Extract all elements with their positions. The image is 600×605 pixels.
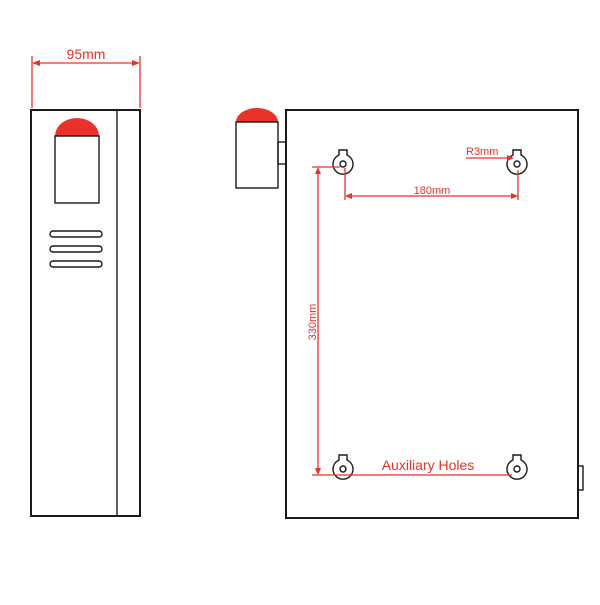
front-panel [285, 109, 579, 519]
auxiliary-holes-label: Auxiliary Holes [382, 457, 475, 473]
vent-slot [49, 230, 103, 238]
vertical-spacing-label: 330mm [307, 304, 319, 341]
radius-arrow [507, 155, 514, 161]
width-arrow-left [32, 60, 40, 66]
front-indicator-lamp [236, 108, 278, 122]
protrusion-block [235, 121, 279, 189]
protrusion-connector [277, 141, 287, 165]
front-view: R3mm 180mm 330mm Auxiliary Holes [235, 108, 584, 519]
keyhole-hole-bottom-right [506, 454, 528, 480]
side-latch [577, 465, 584, 491]
width-label: 95mm [67, 46, 106, 62]
horizontal-arrow-right [511, 193, 518, 199]
radius-label: R3mm [466, 146, 498, 158]
radius-dimension: R3mm [466, 146, 514, 161]
vertical-arrow-top [315, 167, 321, 174]
horizontal-arrow-left [345, 193, 352, 199]
side-view: 95mm [30, 46, 141, 517]
vent-slot [49, 245, 103, 253]
width-dimension: 95mm [31, 46, 141, 108]
side-window [54, 135, 100, 204]
keyhole-hole-top-right [506, 149, 528, 175]
horizontal-spacing-label: 180mm [414, 185, 451, 197]
side-body [30, 109, 141, 517]
keyhole-hole-bottom-left [332, 454, 354, 480]
vent-slot [49, 260, 103, 268]
vertical-arrow-bottom [315, 468, 321, 475]
keyhole-hole-top-left [332, 149, 354, 175]
side-indicator-lamp [55, 118, 99, 136]
width-arrow-right [132, 60, 140, 66]
vertical-spacing-dimension: 330mm [307, 166, 512, 476]
horizontal-spacing-dimension: 180mm [344, 168, 519, 200]
